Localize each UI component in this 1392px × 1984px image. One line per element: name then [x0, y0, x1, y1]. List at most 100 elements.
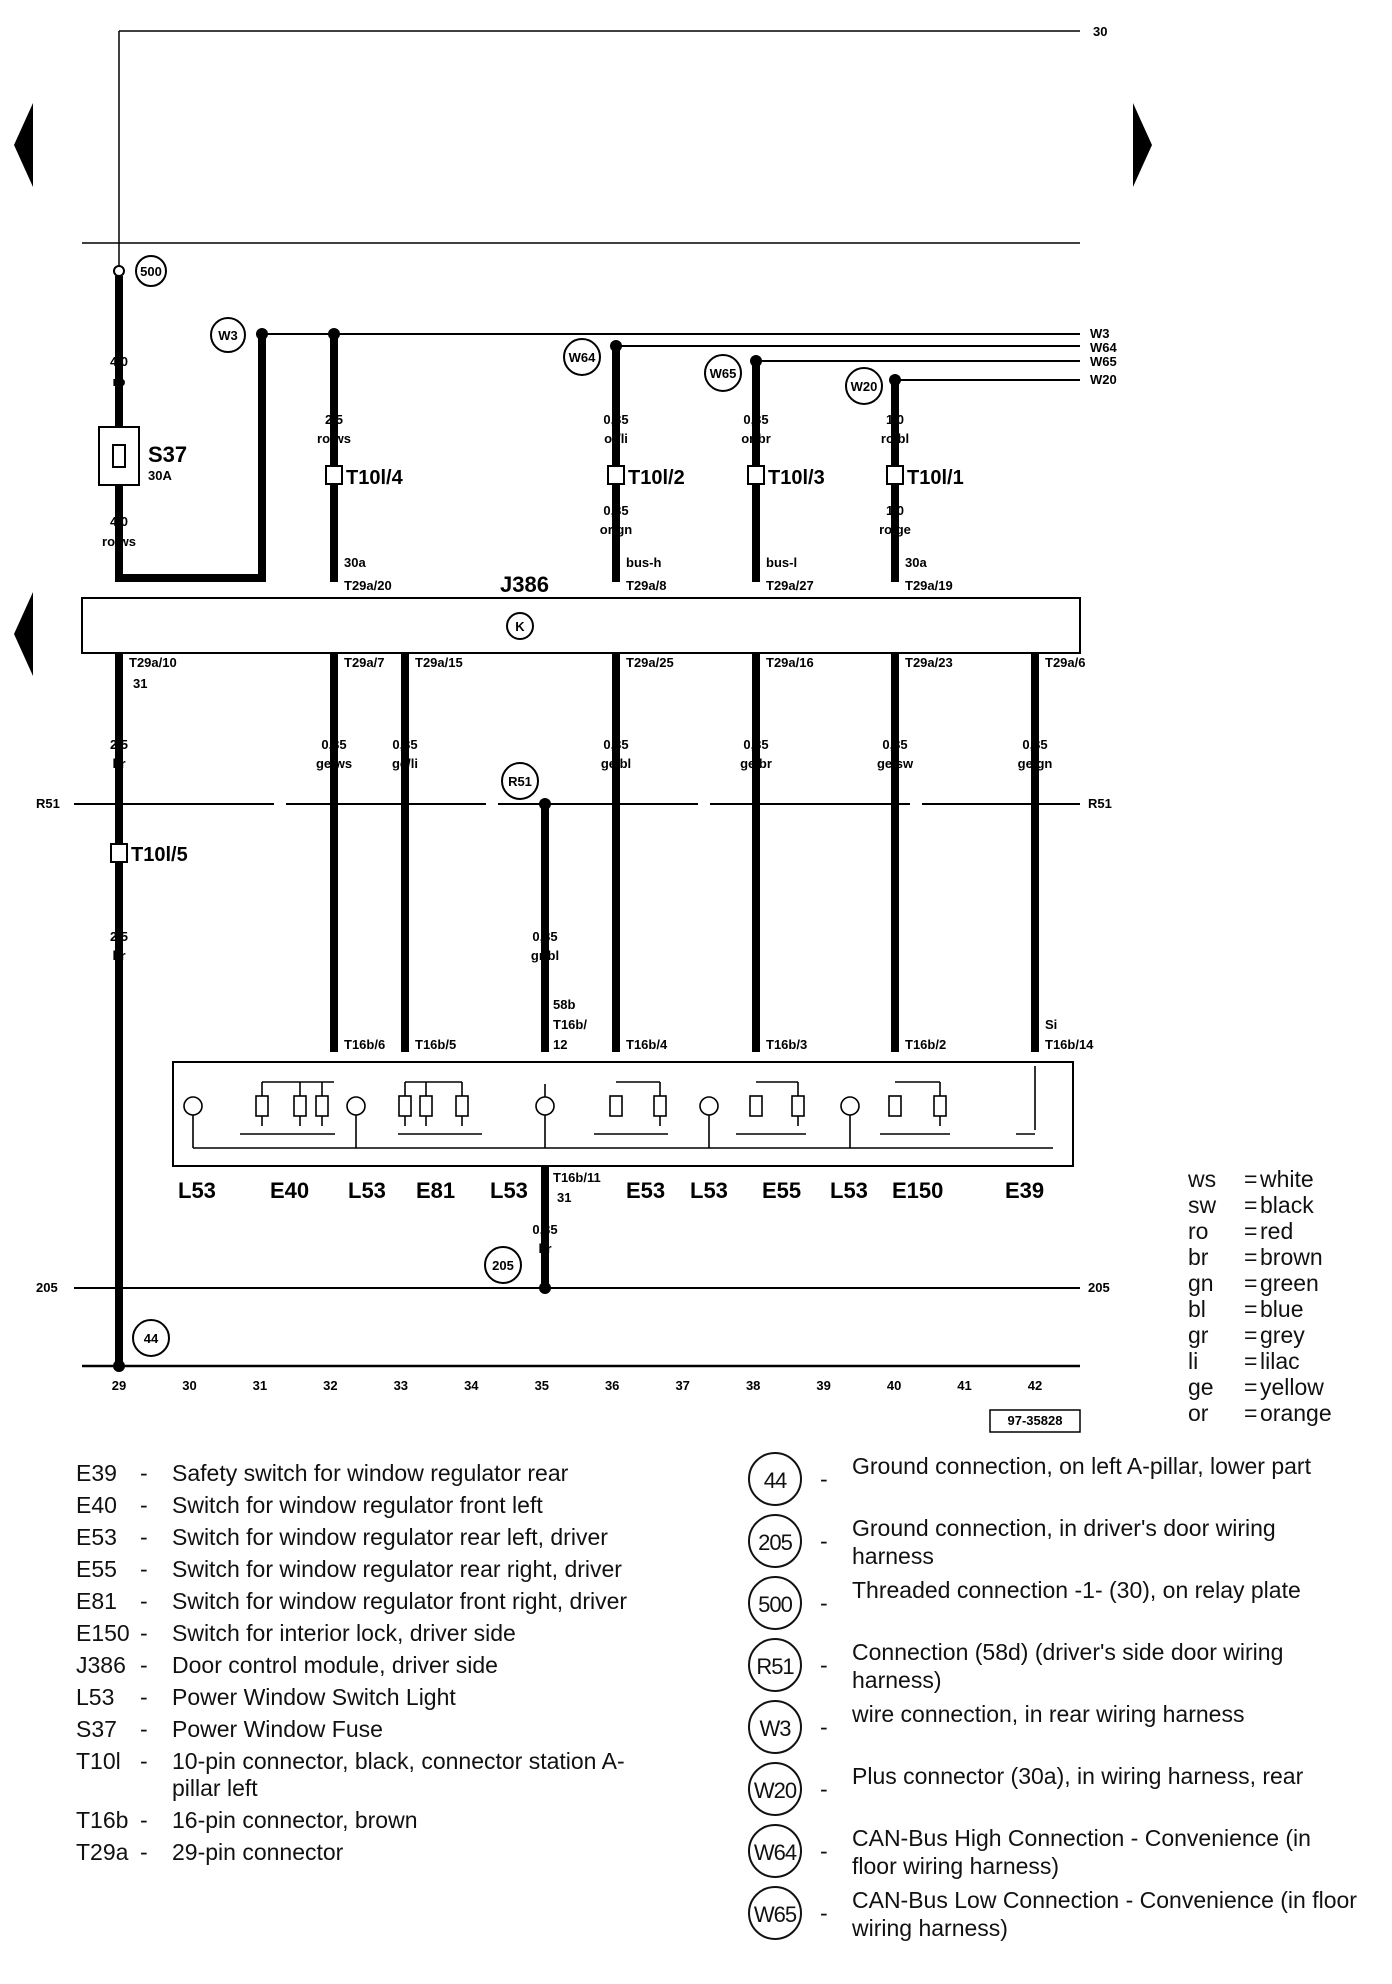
connection-badge: W64	[748, 1824, 802, 1878]
circle-w20-label: W20	[851, 379, 878, 394]
lower-wire-6: T29a/23 0,35 ge/sw T16b/2	[877, 653, 953, 1052]
svg-text:0,35: 0,35	[532, 1222, 557, 1237]
w64-end-label: W64	[1090, 340, 1118, 355]
svg-text:T29a/16: T29a/16	[766, 655, 814, 670]
legend-row: br=brown	[1188, 1244, 1323, 1270]
svg-text:ge/br: ge/br	[740, 756, 772, 771]
svg-text:31: 31	[133, 676, 147, 691]
component-list: E39-Safety switch for window regulator r…	[76, 1460, 716, 1871]
circle-w3	[210, 317, 246, 353]
legend-row: bl=blue	[1188, 1296, 1304, 1322]
svg-text:T10l/1: T10l/1	[907, 467, 964, 489]
svg-text:1,0: 1,0	[886, 412, 904, 427]
svg-text:ge/gn: ge/gn	[1018, 756, 1053, 771]
lamp-icon	[840, 1096, 860, 1116]
component-row: E81-Switch for window regulator front ri…	[76, 1588, 628, 1614]
w3-end-label: W3	[1090, 326, 1110, 341]
scale-label: 30	[182, 1378, 196, 1393]
svg-text:ro/ge: ro/ge	[879, 522, 911, 537]
component-row: T10l-10-pin connector, black, connector …	[76, 1748, 625, 1801]
label-l53-5: L53	[830, 1178, 868, 1203]
svg-text:T16b/3: T16b/3	[766, 1037, 807, 1052]
lamp-icon	[699, 1096, 719, 1116]
prev-page-arrow-lower-icon[interactable]	[14, 592, 33, 676]
svg-text:ge/bl: ge/bl	[601, 756, 631, 771]
r51-drop-wire: 0,35 gr/bl 58b T16b/ 12	[531, 798, 587, 1052]
scale-label: 39	[816, 1378, 830, 1393]
legend-row: li=lilac	[1188, 1348, 1300, 1374]
svg-text:58b: 58b	[553, 997, 575, 1012]
color-legend: ws=white sw=black ro=red br=brown gn=gre…	[1188, 1166, 1378, 1426]
svg-text:2,5: 2,5	[110, 737, 128, 752]
scale-label: 40	[887, 1378, 901, 1393]
lower-wire-5: T29a/16 0,35 ge/br T16b/3	[740, 653, 814, 1052]
circle-205	[484, 1246, 522, 1284]
legend-row: gr=grey	[1188, 1322, 1305, 1348]
fuse-in-gauge: 4,0	[110, 354, 128, 369]
wiring-diagram: 30 500 4,0 ro S37 30A 4,0 ro/ws W3 W64 W…	[14, 24, 1152, 1433]
r51-right-label: R51	[1088, 796, 1112, 811]
component-row: E39-Safety switch for window regulator r…	[76, 1460, 569, 1486]
circle-205-label: 205	[492, 1258, 514, 1273]
label-e150: E150	[892, 1178, 943, 1203]
svg-text:br: br	[113, 948, 126, 963]
legend-row: gn=green	[1188, 1270, 1319, 1296]
line-205-right-label: 205	[1088, 1280, 1110, 1295]
svg-text:0,35: 0,35	[743, 737, 768, 752]
lamp-icon	[346, 1096, 366, 1116]
svg-text:0,35: 0,35	[743, 412, 768, 427]
lower-wire-3: T29a/15 0,35 ge/li T16b/5	[392, 653, 463, 1052]
connection-badge: R51	[748, 1638, 802, 1692]
label-e40: E40	[270, 1178, 309, 1203]
svg-text:T10l/5: T10l/5	[131, 844, 188, 866]
prev-page-arrow-icon[interactable]	[14, 103, 33, 187]
connection-badge: W65	[748, 1886, 802, 1940]
circle-w64-label: W64	[569, 350, 597, 365]
fuse-rating: 30A	[148, 468, 172, 483]
lamp-icon	[183, 1096, 203, 1116]
fuse-element	[112, 444, 126, 468]
next-page-arrow-icon[interactable]	[1133, 103, 1152, 187]
component-row: E40-Switch for window regulator front le…	[76, 1492, 543, 1518]
circle-500-label: 500	[140, 264, 162, 279]
connection-badge: 500	[748, 1576, 802, 1630]
scale-label: 42	[1028, 1378, 1042, 1393]
scale-label: 31	[253, 1378, 267, 1393]
svg-text:31: 31	[557, 1190, 571, 1205]
svg-text:T10l/2: T10l/2	[628, 467, 685, 489]
scale-label: 33	[394, 1378, 408, 1393]
w65-end-label: W65	[1090, 354, 1117, 369]
legend-row: ge=yellow	[1188, 1374, 1324, 1400]
label-e39: E39	[1005, 1178, 1044, 1203]
upper-wire-2: 0,35 or/li T10l/2 0,35 or/gn bus-h T29a/…	[600, 340, 685, 593]
svg-text:T29a/27: T29a/27	[766, 578, 814, 593]
label-e81: E81	[416, 1178, 455, 1203]
connection-badge: W20	[748, 1762, 802, 1816]
scale-label: 35	[535, 1378, 549, 1393]
module-j386-code: J386	[500, 572, 549, 597]
module-k-label: K	[515, 619, 525, 634]
svg-text:T29a/10: T29a/10	[129, 655, 177, 670]
lower-wire-4: T29a/25 0,35 ge/bl T16b/4	[601, 653, 674, 1052]
connection-badge: 44	[748, 1452, 802, 1506]
svg-text:30a: 30a	[905, 555, 927, 570]
svg-text:T16b/4: T16b/4	[626, 1037, 668, 1052]
scale-label: 29	[112, 1378, 126, 1393]
svg-text:2,5: 2,5	[110, 929, 128, 944]
circle-500	[135, 255, 167, 287]
label-l53-2: L53	[348, 1178, 386, 1203]
upper-wire-4: 1,0 ro/bl T10l/1 1,0 ro/ge 30a T29a/19	[879, 374, 964, 593]
svg-text:T29a/20: T29a/20	[344, 578, 392, 593]
svg-text:T29a/7: T29a/7	[344, 655, 384, 670]
circle-r51	[501, 762, 539, 800]
circle-w65-label: W65	[710, 366, 737, 381]
circle-w20	[845, 367, 883, 405]
svg-text:0,35: 0,35	[1022, 737, 1047, 752]
svg-text:T16b/6: T16b/6	[344, 1037, 385, 1052]
fuse-out-gauge: 4,0	[110, 514, 128, 529]
svg-text:T29a/8: T29a/8	[626, 578, 666, 593]
svg-text:T10l/4: T10l/4	[346, 467, 404, 489]
fuse-out-color: ro/ws	[102, 534, 136, 549]
svg-text:T29a/15: T29a/15	[415, 655, 463, 670]
